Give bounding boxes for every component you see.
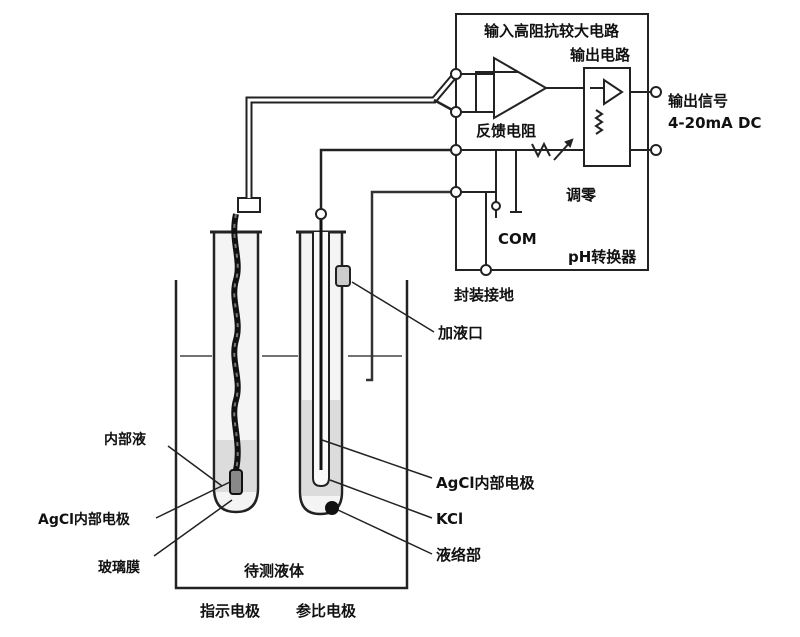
reference-wire — [319, 148, 456, 209]
label-ground: 封装接地 — [454, 286, 514, 304]
label-glass-membrane: 玻璃膜 — [98, 559, 140, 576]
reference-electrode — [296, 208, 351, 516]
label-converter: pH转换器 — [568, 248, 637, 266]
beaker — [174, 280, 409, 590]
label-feedback-resistor: 反馈电阻 — [476, 122, 536, 140]
label-output-range: 4-20mA DC — [668, 114, 761, 132]
output-circuit — [583, 67, 656, 167]
label-test-solution: 待测液体 — [244, 562, 305, 580]
label-agcl-right: AgCl内部电极 — [436, 474, 535, 492]
label-indicator-electrode: 指示电极 — [200, 602, 261, 620]
ground-rod — [366, 190, 456, 382]
label-fill-port: 加液口 — [437, 324, 483, 342]
com-line — [456, 138, 584, 271]
label-com: COM — [498, 230, 537, 248]
shielded-cable — [245, 71, 459, 198]
converter-box — [455, 13, 649, 271]
label-output-signal: 输出信号 — [668, 92, 728, 110]
label-junction: 液络部 — [436, 546, 481, 564]
label-zero-adjust: 调零 — [566, 186, 597, 204]
label-input-amp: 输入高阻抗较大电路 — [484, 22, 620, 40]
terminal-nodes — [450, 68, 662, 276]
label-output-circuit: 输出电路 — [570, 46, 631, 64]
label-reference-electrode: 参比电极 — [296, 602, 357, 620]
leader-lines — [153, 281, 435, 557]
indicator-electrode — [210, 197, 262, 514]
label-inner-liquid: 内部液 — [104, 431, 147, 448]
label-agcl-left: AgCl内部电极 — [38, 511, 131, 528]
label-kcl: KCl — [436, 510, 463, 528]
input-amplifier — [456, 56, 586, 120]
